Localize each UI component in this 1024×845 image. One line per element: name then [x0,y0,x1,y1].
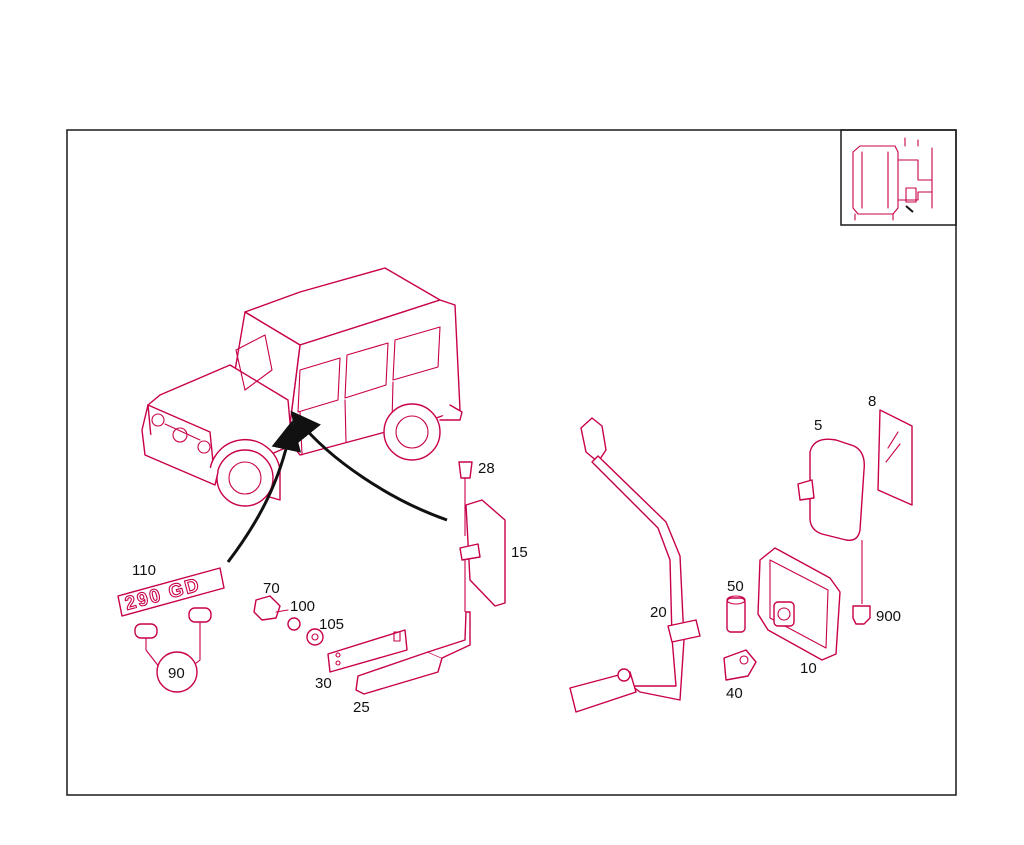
location-arrows [226,410,448,563]
callout-25: 25 [353,699,370,716]
sleeve-part-50 [726,595,746,633]
bracket-part-40 [723,649,757,681]
callout-8: 8 [868,393,876,410]
callout-20: 20 [650,604,667,621]
clip-part-900 [852,605,871,625]
callout-5: 5 [814,417,822,434]
callout-labels: 5 8 10 15 20 25 28 30 40 50 70 90 100 10… [132,393,901,716]
mirror-head-5 [797,438,865,604]
callout-15: 15 [511,544,528,561]
callout-50: 50 [727,578,744,595]
clips-part-90 [134,607,212,693]
callout-100: 100 [290,598,315,615]
mirror-housing-10 [757,547,841,661]
mounting-plate-30 [327,629,408,673]
callout-90: 90 [168,665,185,682]
mirror-glass-8 [877,409,913,506]
cap-part-28 [458,461,473,536]
vehicle-illustration [141,267,463,507]
callout-10: 10 [800,660,817,677]
callout-110: 110 [132,562,156,579]
callout-105: 105 [319,616,344,633]
fastener-parts [253,595,324,646]
callout-70: 70 [263,580,280,597]
locator-inset [840,129,957,226]
mirror-arm-20 [569,417,701,713]
callout-30: 30 [315,675,332,692]
mirror-part-15 [459,499,506,612]
arm-base-25 [355,611,471,695]
diagram-frame [66,129,957,796]
callout-40: 40 [726,685,743,702]
callout-900: 900 [876,608,901,625]
callout-28: 28 [478,460,495,477]
